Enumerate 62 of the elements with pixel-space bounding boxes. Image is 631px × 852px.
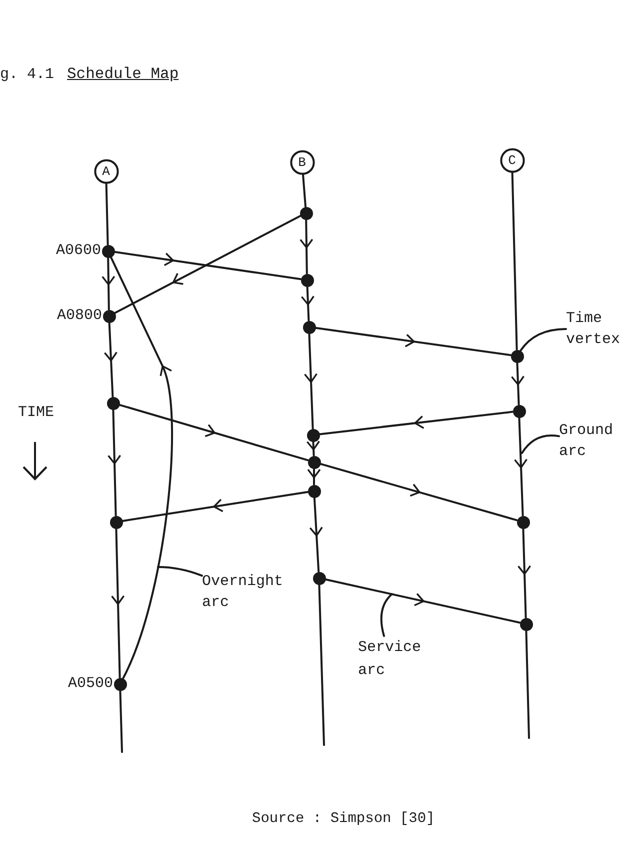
axis-label: TIME — [18, 404, 54, 422]
arrow — [104, 322, 118, 398]
vertex-dot — [512, 404, 526, 418]
time-label: A0600 — [56, 242, 101, 260]
station-circle: C — [500, 148, 524, 172]
arrow — [304, 332, 318, 430]
station-circle: B — [290, 150, 314, 174]
timeline — [119, 690, 123, 753]
arrow — [118, 404, 309, 462]
timeline — [525, 630, 530, 739]
arrow — [510, 362, 525, 406]
vertex-dot — [102, 244, 114, 258]
timeline — [105, 182, 109, 246]
arrow — [324, 578, 521, 624]
arrow — [306, 440, 320, 456]
arrow — [110, 528, 125, 678]
station-circle: A — [94, 158, 118, 184]
figure-number: g. 4.1 — [0, 66, 54, 84]
arrow — [309, 496, 323, 572]
vertex-dot — [300, 206, 312, 220]
vertex-dot — [110, 516, 122, 528]
vertex-dot — [308, 456, 320, 468]
time-label: A0500 — [68, 675, 113, 693]
leader-line — [521, 434, 560, 454]
vertex-dot — [520, 618, 532, 630]
vertex-dot — [516, 516, 530, 528]
arrow — [300, 286, 315, 322]
vertex-dot — [114, 678, 126, 690]
vertex-dot — [312, 572, 326, 584]
callout-label: Ground arc — [559, 420, 615, 462]
leader-line — [520, 328, 567, 352]
callout-label: Service arc — [358, 636, 423, 682]
leader-line — [157, 566, 203, 577]
callout-label: Overnight arc — [202, 571, 285, 613]
time-label: A0800 — [56, 307, 102, 325]
timeline — [302, 174, 306, 208]
vertex-dot — [106, 396, 120, 410]
arrow — [102, 256, 116, 310]
arrow — [114, 215, 302, 314]
arrow — [121, 491, 309, 522]
arrow — [318, 410, 514, 436]
arrow — [107, 408, 122, 516]
vertex-dot — [102, 310, 116, 322]
arrow — [300, 218, 314, 274]
arrow — [113, 250, 302, 280]
callout-label: Time vertex — [566, 308, 622, 350]
arrow — [307, 468, 321, 486]
arrow — [319, 462, 518, 522]
arrow — [314, 326, 512, 356]
vertex-dot — [510, 350, 524, 362]
vertex-dot — [300, 274, 314, 286]
curved-arrow — [110, 256, 173, 680]
leader-line — [380, 593, 393, 637]
arrow — [514, 416, 528, 516]
vertex-dot — [306, 428, 320, 442]
vertex-dot — [308, 484, 320, 498]
vertex-dot — [302, 320, 316, 334]
arrow — [517, 528, 532, 618]
figure-title: Schedule Map — [67, 65, 179, 83]
timeline — [511, 172, 518, 350]
timeline — [318, 584, 325, 746]
source-caption: Source : Simpson [30] — [252, 810, 435, 828]
